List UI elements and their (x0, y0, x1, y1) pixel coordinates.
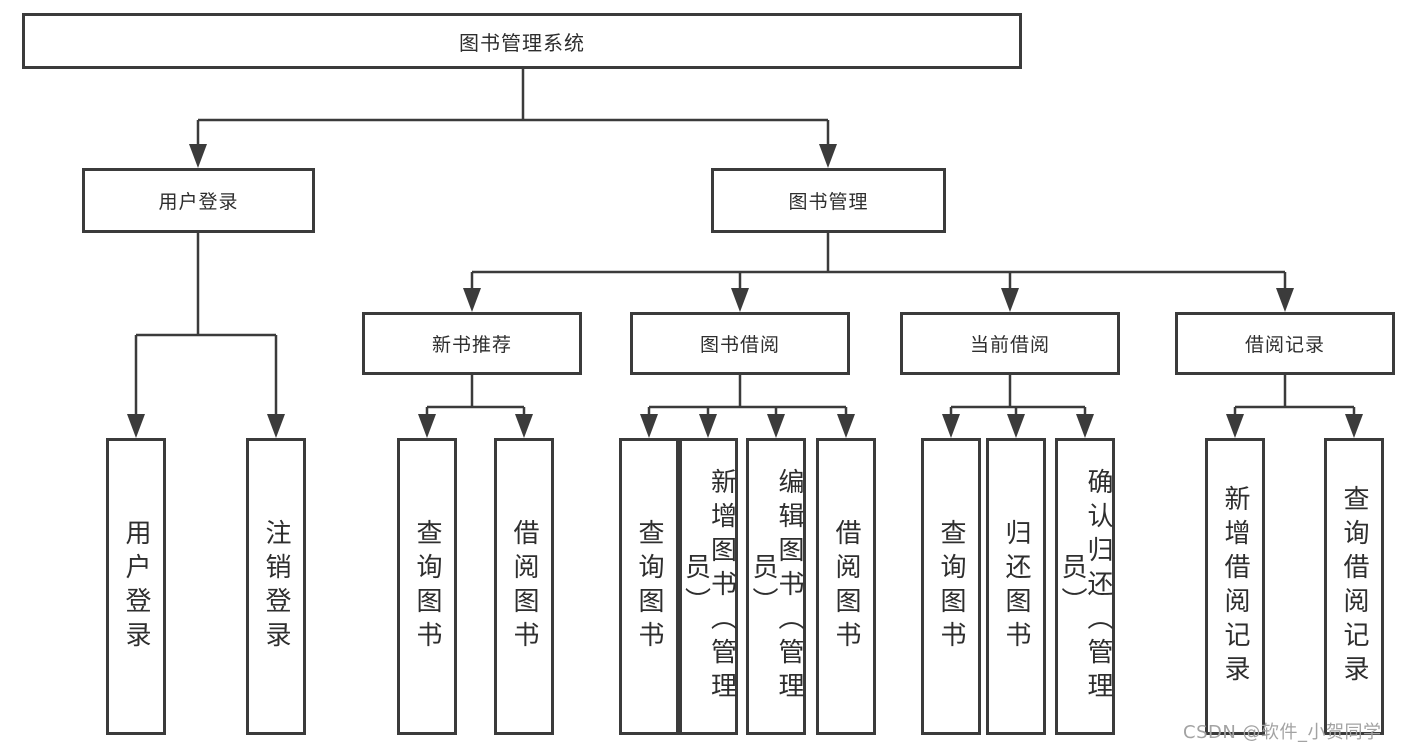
node-borrowing-records: 借阅记录 (1175, 312, 1395, 375)
leaf-query-borrow-record: 查询借阅记录 (1324, 438, 1384, 735)
leaf-logout: 注销登录 (246, 438, 306, 735)
leaf-borrow-books: 借阅图书 (816, 438, 876, 735)
leaf-query-books-borrow: 查询图书 (619, 438, 679, 735)
leaf-add-borrow-record: 新增借阅记录 (1205, 438, 1265, 735)
leaf-confirm-return-admin: 确认归还（管理员） (1055, 438, 1115, 735)
node-current-borrowing: 当前借阅 (900, 312, 1120, 375)
leaf-return-books: 归还图书 (986, 438, 1046, 735)
node-user-login: 用户登录 (82, 168, 315, 233)
node-book-borrowing: 图书借阅 (630, 312, 850, 375)
leaf-query-books-current: 查询图书 (921, 438, 981, 735)
leaf-user-login: 用户登录 (106, 438, 166, 735)
leaf-edit-books-admin: 编辑图书（管理员） (746, 438, 806, 735)
leaf-borrow-books-recommend: 借阅图书 (494, 438, 554, 735)
node-new-book-recommendation: 新书推荐 (362, 312, 582, 375)
root-node-book-management-system: 图书管理系统 (22, 13, 1022, 69)
leaf-query-books-recommend: 查询图书 (397, 438, 457, 735)
csdn-watermark: CSDN @软件_小贺同学 (1183, 722, 1382, 743)
leaf-add-books-admin: 新增图书（管理员） (679, 438, 738, 735)
node-book-management: 图书管理 (711, 168, 946, 233)
